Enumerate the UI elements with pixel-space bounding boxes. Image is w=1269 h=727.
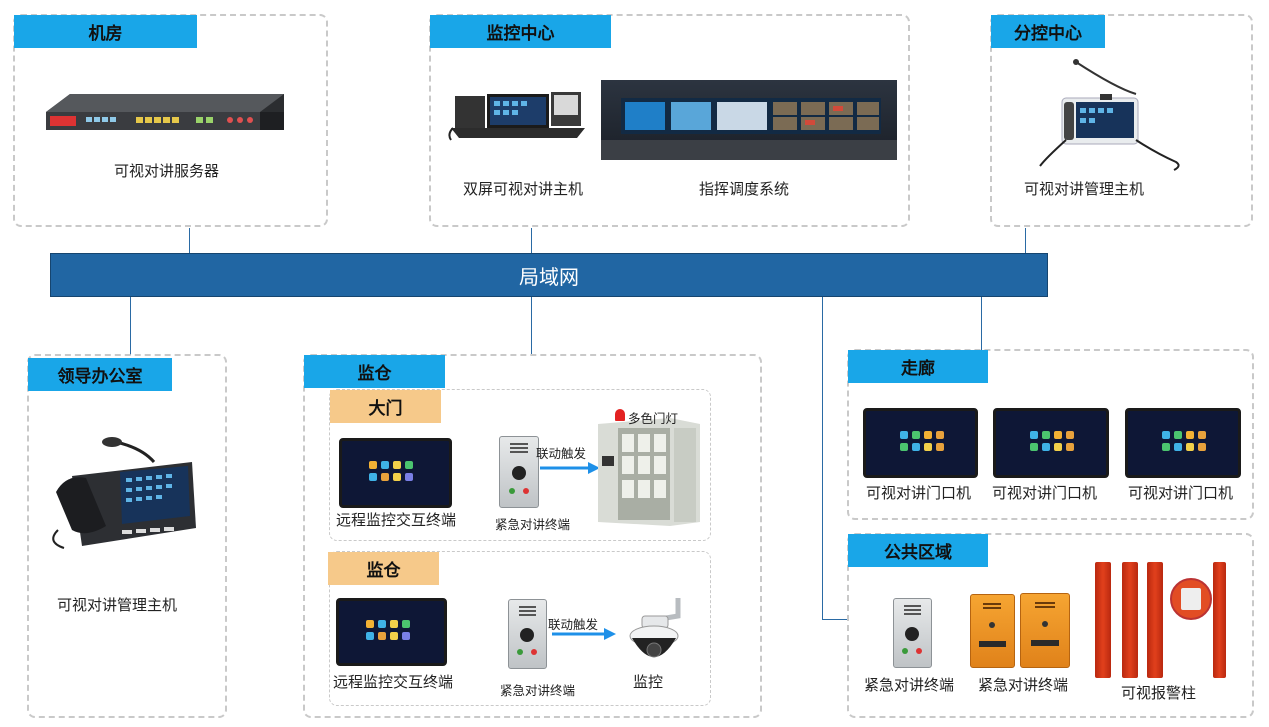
- link-public-h: [822, 619, 849, 620]
- server-label: 可视对讲服务器: [114, 162, 220, 180]
- corridor-label-3: 可视对讲门口机: [1128, 484, 1234, 502]
- link-public-v: [822, 297, 823, 619]
- section-corridor: [847, 349, 1254, 520]
- cell-camera-label: 监控: [633, 673, 664, 691]
- fenkong-title: 分控中心: [991, 15, 1105, 48]
- public-emergency-1-device: [893, 598, 932, 668]
- dual-screen-device: [447, 88, 589, 144]
- public-pillar-label: 可视报警柱: [1121, 684, 1197, 702]
- server-device: [46, 92, 286, 132]
- corridor-door-unit-3: [1125, 408, 1241, 478]
- gate-terminal-label: 远程监控交互终端: [336, 511, 457, 529]
- corridor-label-1: 可视对讲门口机: [866, 484, 972, 502]
- alarm-pillar-2: [1122, 562, 1138, 678]
- alarm-pillar-detail: [1170, 578, 1212, 620]
- cell-emergency-label: 紧急对讲终端: [500, 683, 576, 698]
- link-fenkong: [1025, 228, 1026, 253]
- cell-title: 监仓: [328, 552, 439, 585]
- gate-emergency-device: [499, 436, 539, 508]
- office-title: 领导办公室: [28, 358, 172, 391]
- gate-terminal-device: [339, 438, 452, 508]
- link-jiancang: [531, 297, 532, 355]
- lan-bar: 局域网: [50, 253, 1048, 297]
- link-corridor: [981, 297, 982, 350]
- gate-trigger-label: 联动触发: [536, 446, 587, 461]
- cell-subsection: [329, 551, 711, 706]
- jifang-title: 机房: [14, 15, 197, 48]
- corridor-label-2: 可视对讲门口机: [992, 484, 1098, 502]
- cell-trigger-label: 联动触发: [548, 617, 599, 632]
- section-fenkong: [990, 14, 1253, 227]
- alarm-pillar-3: [1147, 562, 1163, 678]
- office-label: 可视对讲管理主机: [57, 596, 178, 614]
- office-host-device: [42, 434, 200, 552]
- section-office: [27, 354, 227, 718]
- link-jiankong: [531, 228, 532, 253]
- public-emergency-2a-device: [970, 594, 1015, 668]
- section-jiancang: [303, 354, 762, 718]
- link-office: [130, 297, 131, 355]
- cell-terminal-label: 远程监控交互终端: [333, 673, 454, 691]
- jiancang-title: 监仓: [304, 355, 445, 388]
- link-jifang: [189, 228, 190, 253]
- jiankong-title: 监控中心: [430, 15, 611, 48]
- cell-terminal-device: [336, 598, 447, 666]
- door-lamp-icon: [615, 409, 625, 421]
- public-emergency-1-label: 紧急对讲终端: [864, 676, 955, 694]
- section-jiankong: [429, 14, 910, 227]
- dispatch-wall-image: [601, 80, 897, 160]
- gate-lamp-label: 多色门灯: [628, 411, 679, 426]
- cell-arrow-icon: [552, 628, 616, 640]
- gate-subsection: [329, 389, 711, 541]
- cell-emergency-device: [508, 599, 547, 669]
- corridor-door-unit-2: [993, 408, 1109, 478]
- lan-label: 局域网: [519, 264, 579, 289]
- dispatch-label: 指挥调度系统: [699, 180, 790, 198]
- fenkong-label: 可视对讲管理主机: [1024, 180, 1145, 198]
- dual-screen-label: 双屏可视对讲主机: [463, 180, 584, 198]
- corridor-title: 走廊: [848, 350, 988, 383]
- gate-door-device: [598, 418, 700, 526]
- fenkong-host-device: [1036, 58, 1186, 173]
- public-emergency-2-label: 紧急对讲终端: [978, 676, 1069, 694]
- gate-title: 大门: [330, 390, 441, 423]
- section-public: [847, 533, 1254, 718]
- public-emergency-2b-device: [1020, 593, 1070, 668]
- gate-arrow-icon: [540, 462, 600, 474]
- alarm-pillar-4: [1213, 562, 1226, 678]
- alarm-pillar-1: [1095, 562, 1111, 678]
- cell-camera-device: [624, 596, 684, 668]
- gate-emergency-label: 紧急对讲终端: [495, 517, 571, 532]
- public-title: 公共区域: [848, 534, 988, 567]
- corridor-door-unit-1: [863, 408, 978, 478]
